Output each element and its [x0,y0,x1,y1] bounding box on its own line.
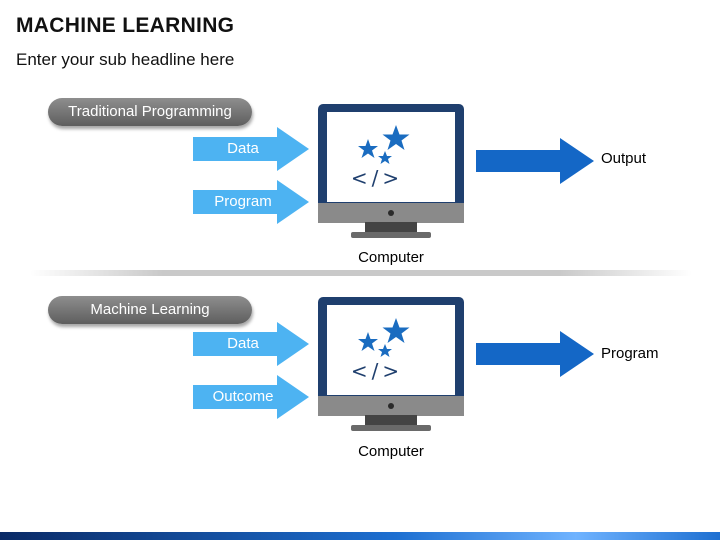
arrow-right-icon [193,127,309,171]
star-icon [382,318,410,343]
input-arrow-data: Data [193,322,309,366]
arrow-right-icon [193,322,309,366]
star-icon [358,332,378,351]
input-label: Program [214,193,272,210]
arrow-right-icon [193,375,309,419]
star-icon [378,151,392,164]
computer-monitor-icon: </> [318,297,464,431]
pill-label: Traditional Programming [68,103,232,120]
code-icon: </> [351,359,403,383]
traditional-programming-pill: Traditional Programming [48,98,252,126]
machine-learning-pill: Machine Learning [48,296,252,324]
pill-label: Machine Learning [90,301,210,318]
input-arrow-outcome: Outcome [193,375,309,419]
star-icon [378,344,392,357]
code-icon: </> [351,166,403,190]
star-icon [358,139,378,158]
input-arrow-program: Program [193,180,309,224]
section-divider [30,270,692,276]
footer-accent-bar [0,532,720,540]
arrow-right-icon [193,180,309,224]
output-arrow-icon [476,331,594,377]
input-label: Data [227,140,259,157]
input-arrow-data: Data [193,127,309,171]
slide-subtitle: Enter your sub headline here [16,50,235,69]
computer-label: Computer [358,249,424,266]
computer-monitor-icon: </> [318,104,464,238]
input-label: Outcome [212,388,274,405]
computer-label: Computer [358,443,424,460]
slide-title: MACHINE LEARNING [16,14,235,37]
input-label: Data [227,335,259,352]
star-icon [382,125,410,150]
output-label: Output [601,150,647,167]
output-arrow-icon [476,138,594,184]
output-label: Program [601,345,659,362]
